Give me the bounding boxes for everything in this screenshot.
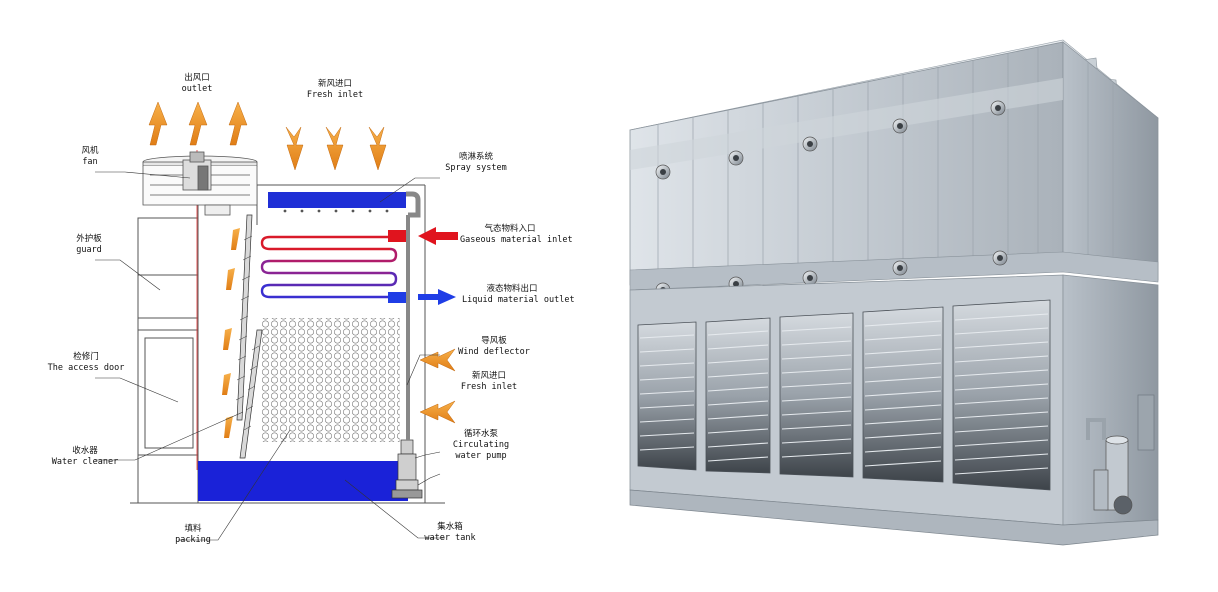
label-water-cleaner: 收水器 Water cleaner xyxy=(50,446,120,468)
fresh-inlet-top-arrows xyxy=(285,126,387,171)
label-fan-zh: 风机 xyxy=(81,146,99,156)
label-circulating-pump: 循环水泵 Circulating water pump xyxy=(446,429,516,462)
label-water-tank: 集水箱 water tank xyxy=(420,522,480,544)
label-packing-zh: 填料 xyxy=(184,524,202,534)
label-fresh-inlet-side: 新风进口 Fresh inlet xyxy=(454,371,524,393)
upper-flange-holes xyxy=(660,105,1001,175)
label-fresh-inlet-top: 新风进口 Fresh inlet xyxy=(300,79,370,101)
label-wind-deflector-zh: 导风板 xyxy=(481,336,507,346)
side-access-door xyxy=(1137,394,1155,451)
spray-system-bar xyxy=(268,192,406,208)
label-spray-system-zh: 喷淋系统 xyxy=(458,152,493,162)
label-guard-zh: 外护板 xyxy=(76,234,102,244)
label-wind-deflector-en: Wind deflector xyxy=(458,347,530,357)
circulating-pump xyxy=(391,439,423,499)
label-fresh-inlet-side-zh: 新风进口 xyxy=(471,371,506,381)
label-circulating-pump-zh: 循环水泵 xyxy=(463,429,498,439)
label-access-door: 检修门 The access door xyxy=(46,352,126,374)
label-gaseous-inlet-en: Gaseous material inlet xyxy=(460,235,573,245)
label-circulating-pump-en2: water pump xyxy=(455,451,507,461)
heat-exchange-coil xyxy=(260,235,398,299)
label-spray-system-en: Spray system xyxy=(445,163,507,173)
water-cleaner xyxy=(236,214,263,459)
label-fan-en: fan xyxy=(82,157,98,167)
internal-airflow-arrows xyxy=(222,228,240,438)
gaseous-inlet-pipe xyxy=(388,230,410,242)
base-skid xyxy=(629,489,1159,546)
fresh-inlet-side-arrows xyxy=(419,348,456,424)
fan-assembly xyxy=(142,151,258,216)
water-tank xyxy=(198,461,408,501)
label-outlet-en: outlet xyxy=(181,84,213,94)
louver-bays xyxy=(637,299,1051,491)
label-outlet-zh: 出风口 xyxy=(184,73,210,83)
label-liquid-outlet-zh: 液态物料出口 xyxy=(486,284,538,294)
upper-side-panel xyxy=(1062,41,1159,281)
spray-nozzles xyxy=(283,209,389,213)
label-circulating-pump-en1: Circulating xyxy=(452,440,510,450)
liquid-outlet-pipe xyxy=(388,292,410,303)
label-fresh-inlet-side-en: Fresh inlet xyxy=(460,382,518,392)
label-access-door-zh: 检修门 xyxy=(73,352,99,362)
label-liquid-outlet: 液态物料出口 Liquid material outlet xyxy=(462,284,575,306)
louver-slats xyxy=(639,313,1049,475)
water-cleaner-hatch xyxy=(235,235,260,431)
photo-pump xyxy=(1086,418,1133,515)
label-guard: 外护板 guard xyxy=(64,234,114,256)
spray-pipe xyxy=(406,191,421,218)
label-fresh-inlet-top-en: Fresh inlet xyxy=(306,90,364,100)
label-water-tank-zh: 集水箱 xyxy=(437,522,463,532)
cooling-tower-diagram xyxy=(95,101,458,541)
label-water-cleaner-en: Water cleaner xyxy=(51,457,119,467)
label-fresh-inlet-top-zh: 新风进口 xyxy=(317,79,352,89)
label-guard-en: guard xyxy=(76,245,102,255)
label-access-door-en: The access door xyxy=(47,363,125,373)
label-wind-deflector: 导风板 Wind deflector xyxy=(454,336,534,358)
gaseous-inlet-arrow xyxy=(418,227,458,245)
cooling-tower-photo xyxy=(629,39,1159,546)
label-gaseous-inlet-zh: 气态物料入口 xyxy=(484,224,536,234)
label-spray-system: 喷淋系统 Spray system xyxy=(436,152,516,174)
label-water-tank-en: water tank xyxy=(424,533,476,543)
packing-fill xyxy=(262,318,400,442)
label-packing: 填料 packing xyxy=(168,524,218,546)
label-fan: 风机 fan xyxy=(70,146,110,168)
liquid-outlet-arrow xyxy=(418,289,456,305)
label-packing-en: packing xyxy=(175,535,211,545)
label-gaseous-inlet: 气态物料入口 Gaseous material inlet xyxy=(460,224,573,246)
label-liquid-outlet-en: Liquid material outlet xyxy=(462,295,575,305)
leader-lines xyxy=(95,171,445,541)
upper-front-panel xyxy=(629,41,1064,286)
label-water-cleaner-zh: 收水器 xyxy=(72,446,98,456)
label-outlet: 出风口 outlet xyxy=(172,73,222,95)
outlet-arrows xyxy=(148,101,248,146)
header-band xyxy=(630,78,1063,170)
